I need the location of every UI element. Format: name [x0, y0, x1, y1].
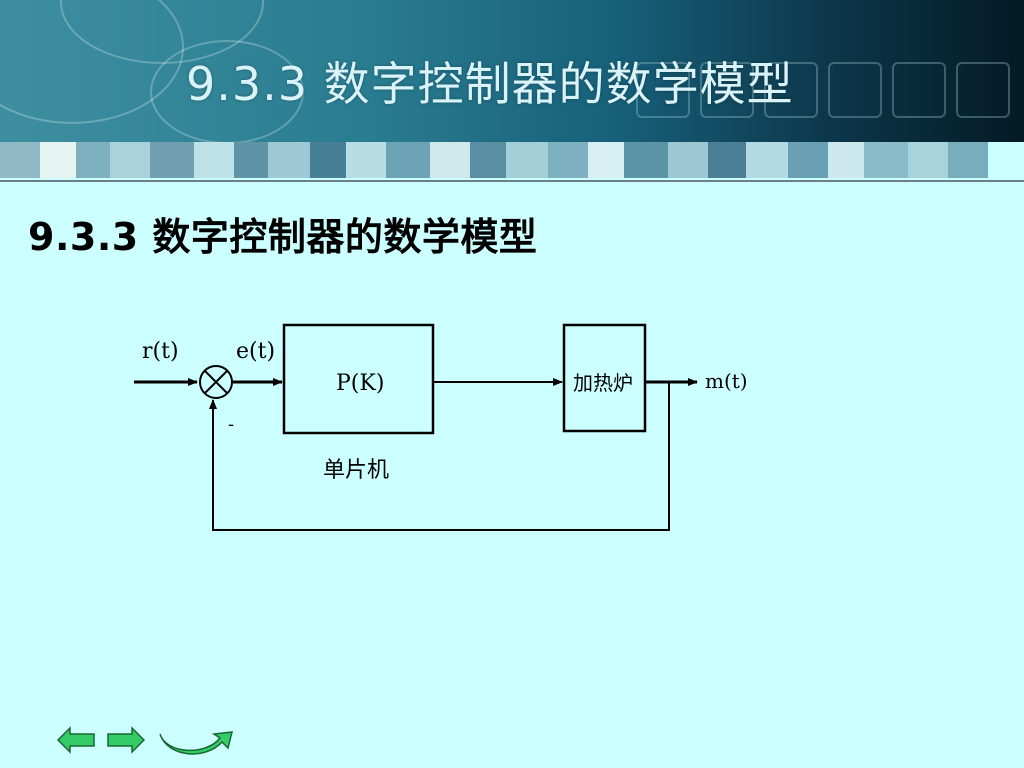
slide-navigation: [56, 726, 233, 755]
decorative-square: [828, 62, 882, 118]
page-title: 9.3.3 数字控制器的数学模型: [28, 215, 538, 259]
feedback-sign: -: [228, 414, 234, 435]
controller-label: P(K): [336, 371, 384, 396]
decorative-square: [892, 62, 946, 118]
plant-block: [562, 323, 647, 433]
decorative-square: [700, 62, 754, 118]
decorative-lens: [150, 40, 304, 142]
banner-title: 9.3.3 数字控制器的数学模型: [186, 57, 794, 111]
decorative-square: [636, 62, 690, 118]
next-arrow-icon[interactable]: [107, 726, 146, 754]
decorative-stripe: [0, 142, 1024, 178]
controller-block: [282, 323, 435, 435]
plant-label: 加热炉: [573, 371, 633, 395]
prev-arrow-icon[interactable]: [56, 726, 95, 754]
decorative-square: [764, 62, 818, 118]
title-banner: 9.3.3 数字控制器的数学模型: [0, 0, 1024, 142]
decorative-square: [956, 62, 1010, 118]
summing-junction: [199, 365, 233, 399]
return-arrow-icon[interactable]: [159, 731, 233, 755]
controller-caption: 单片机: [323, 458, 389, 483]
output-label: m(t): [705, 369, 748, 393]
feedback-path: [212, 382, 670, 531]
error-label: e(t): [236, 339, 275, 364]
divider-line: [0, 180, 1024, 182]
input-label: r(t): [142, 339, 179, 364]
